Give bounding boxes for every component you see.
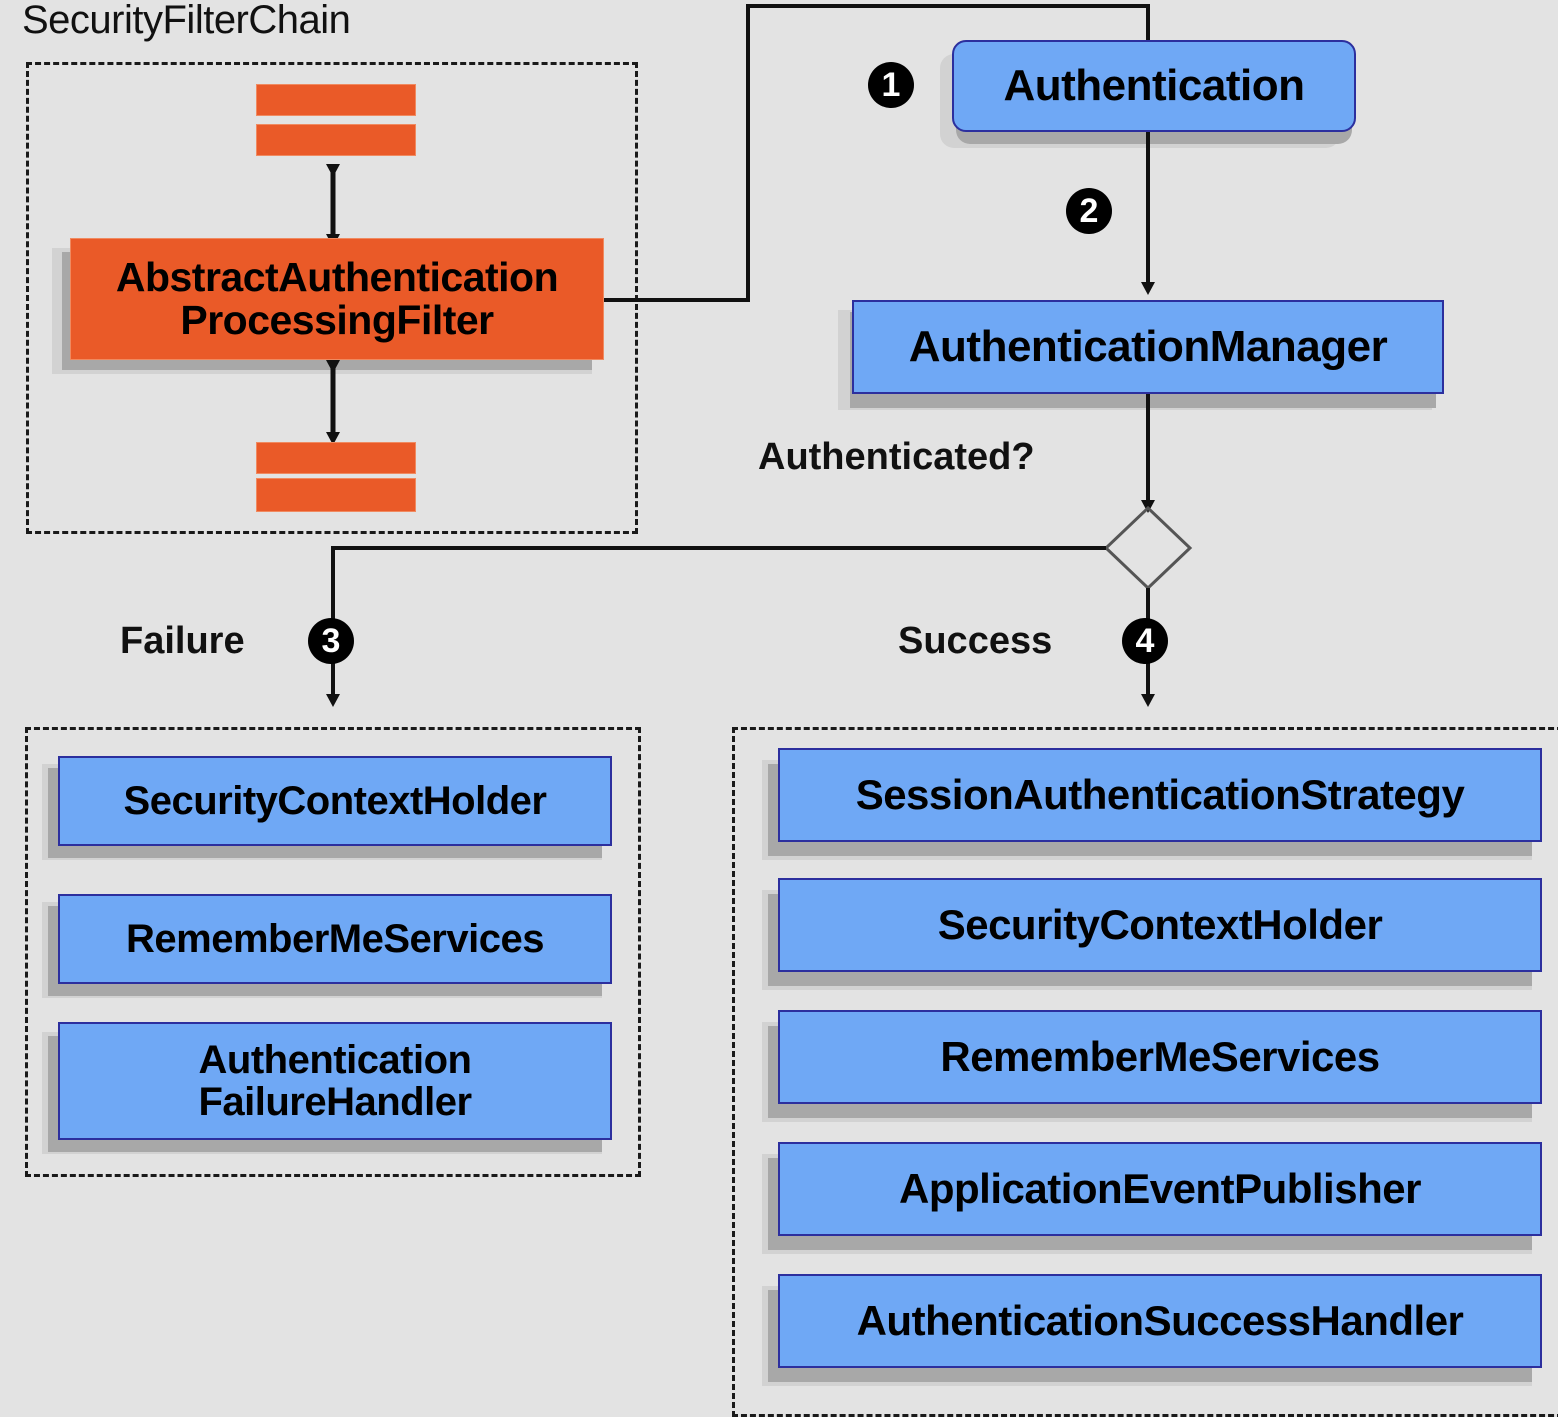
label-failure: Failure xyxy=(120,620,245,662)
label-authenticated-question: Authenticated? xyxy=(758,436,1035,478)
bullet-1: 1 xyxy=(868,62,914,108)
group-failure xyxy=(25,727,641,1177)
bullet-3: 3 xyxy=(308,618,354,664)
node-authentication[interactable]: Authentication xyxy=(952,40,1356,132)
filter-bar-bottom-1 xyxy=(256,442,416,474)
filter-label-line2: ProcessingFilter xyxy=(180,297,494,343)
failure-item-2-line1: Authentication xyxy=(198,1037,472,1082)
filter-bar-bottom-2 xyxy=(256,478,416,512)
filter-abstract-authentication-processing-filter[interactable]: AbstractAuthentication ProcessingFilter xyxy=(70,238,604,360)
success-item-security-context-holder[interactable]: SecurityContextHolder xyxy=(778,878,1542,972)
success-item-session-authentication-strategy[interactable]: SessionAuthenticationStrategy xyxy=(778,748,1542,842)
filter-bar-top-1 xyxy=(256,84,416,116)
success-item-application-event-publisher[interactable]: ApplicationEventPublisher xyxy=(778,1142,1542,1236)
bullet-4: 4 xyxy=(1122,618,1168,664)
failure-item-authentication-failure-handler[interactable]: Authentication FailureHandler xyxy=(58,1022,612,1140)
failure-item-remember-me-services[interactable]: RememberMeServices xyxy=(58,894,612,984)
bullet-2: 2 xyxy=(1066,188,1112,234)
success-item-remember-me-services[interactable]: RememberMeServices xyxy=(778,1010,1542,1104)
label-success: Success xyxy=(898,620,1053,662)
success-item-authentication-success-handler[interactable]: AuthenticationSuccessHandler xyxy=(778,1274,1542,1368)
node-authentication-manager[interactable]: AuthenticationManager xyxy=(852,300,1444,394)
failure-item-security-context-holder[interactable]: SecurityContextHolder xyxy=(58,756,612,846)
failure-item-2-line2: FailureHandler xyxy=(198,1080,472,1124)
filter-label-line1: AbstractAuthentication xyxy=(115,253,559,300)
group-title-security-filter-chain: SecurityFilterChain xyxy=(22,0,351,42)
filter-bar-top-2 xyxy=(256,124,416,156)
